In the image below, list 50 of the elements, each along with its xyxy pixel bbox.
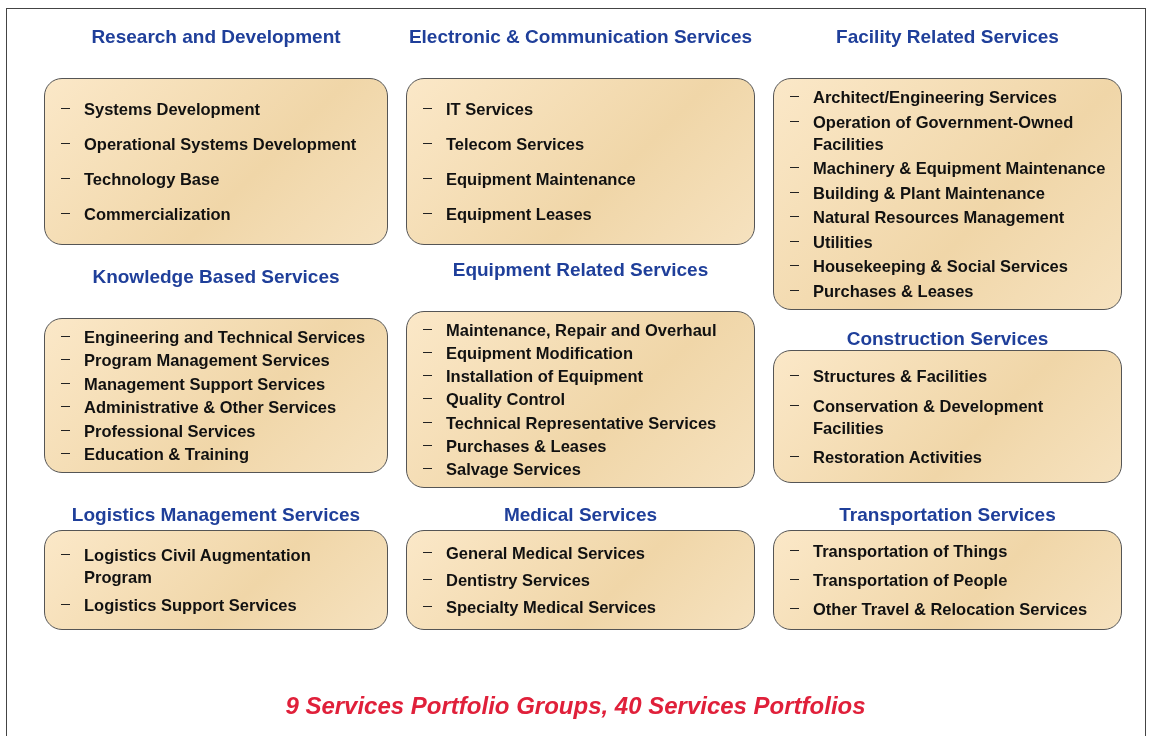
- list-item: Housekeeping & Social Services: [813, 256, 1068, 278]
- caption: 9 Services Portfolio Groups, 40 Services Portfolios: [284, 692, 867, 720]
- group-heading: Construction Services: [845, 327, 1050, 351]
- list-item: Transportation of People: [813, 570, 1008, 591]
- list-item: Restoration Activities: [813, 447, 982, 469]
- list-item: Technical Representative Services: [446, 412, 717, 434]
- list-item: Systems Development: [84, 99, 261, 120]
- list-item: Engineering and Technical Services: [84, 326, 366, 348]
- list-item: Natural Resources Management: [813, 207, 1065, 229]
- list-item: Installation of Equipment: [446, 366, 644, 388]
- list-item: Purchases & Leases: [446, 436, 607, 458]
- list-item: Commercialization: [84, 204, 231, 225]
- group-heading: Knowledge Based Services: [91, 265, 341, 289]
- list-item: Operation of Government-Owned Facilities: [813, 111, 1075, 155]
- group-heading: Facility Related Services: [835, 25, 1060, 49]
- list-item: Education & Training: [84, 444, 249, 466]
- group-heading: Research and Development: [90, 25, 342, 49]
- list-item: Operational Systems Development: [84, 134, 357, 155]
- list-item: Dentistry Services: [446, 570, 590, 591]
- group-heading: Medical Services: [502, 503, 659, 527]
- list-item: IT Services: [446, 99, 534, 120]
- list-item: Equipment Modification: [446, 342, 633, 364]
- list-item: Building & Plant Maintenance: [813, 182, 1045, 204]
- list-item: Administrative & Other Services: [84, 397, 337, 419]
- group-heading: Equipment Related Services: [451, 258, 710, 282]
- list-item: Program Management Services: [84, 350, 330, 372]
- list-item: Management Support Services: [84, 373, 326, 395]
- list-item: Utilities: [813, 231, 873, 253]
- list-item: Technology Base: [84, 169, 220, 190]
- list-item: Maintenance, Repair and Overhaul: [446, 319, 717, 341]
- list-item: Architect/Engineering Services: [813, 87, 1057, 109]
- list-item: Other Travel & Relocation Services: [813, 598, 1088, 620]
- list-item: Machinery & Equipment Maintenance: [813, 158, 1106, 180]
- list-item: Equipment Maintenance: [446, 169, 636, 190]
- list-item: Structures & Facilities: [813, 365, 988, 387]
- list-item: Transportation of Things: [813, 541, 1008, 563]
- list-item: Conservation & Development Facilities: [813, 395, 1045, 439]
- list-item: Logistics Civil Augmentation Program: [84, 544, 312, 588]
- list-item: Purchases & Leases: [813, 280, 974, 302]
- group-heading: Logistics Management Services: [70, 503, 362, 527]
- list-item: Quality Control: [446, 389, 566, 411]
- list-item: Telecom Services: [446, 134, 585, 155]
- list-item: Salvage Services: [446, 459, 581, 481]
- list-item: Logistics Support Services: [84, 595, 297, 617]
- list-item: Specialty Medical Services: [446, 597, 657, 618]
- list-item: General Medical Services: [446, 543, 646, 564]
- group-heading: Transportation Services: [838, 503, 1057, 527]
- list-item: Professional Services: [84, 420, 256, 442]
- list-item: Equipment Leases: [446, 204, 592, 225]
- group-heading: Electronic & Communication Services: [407, 25, 754, 49]
